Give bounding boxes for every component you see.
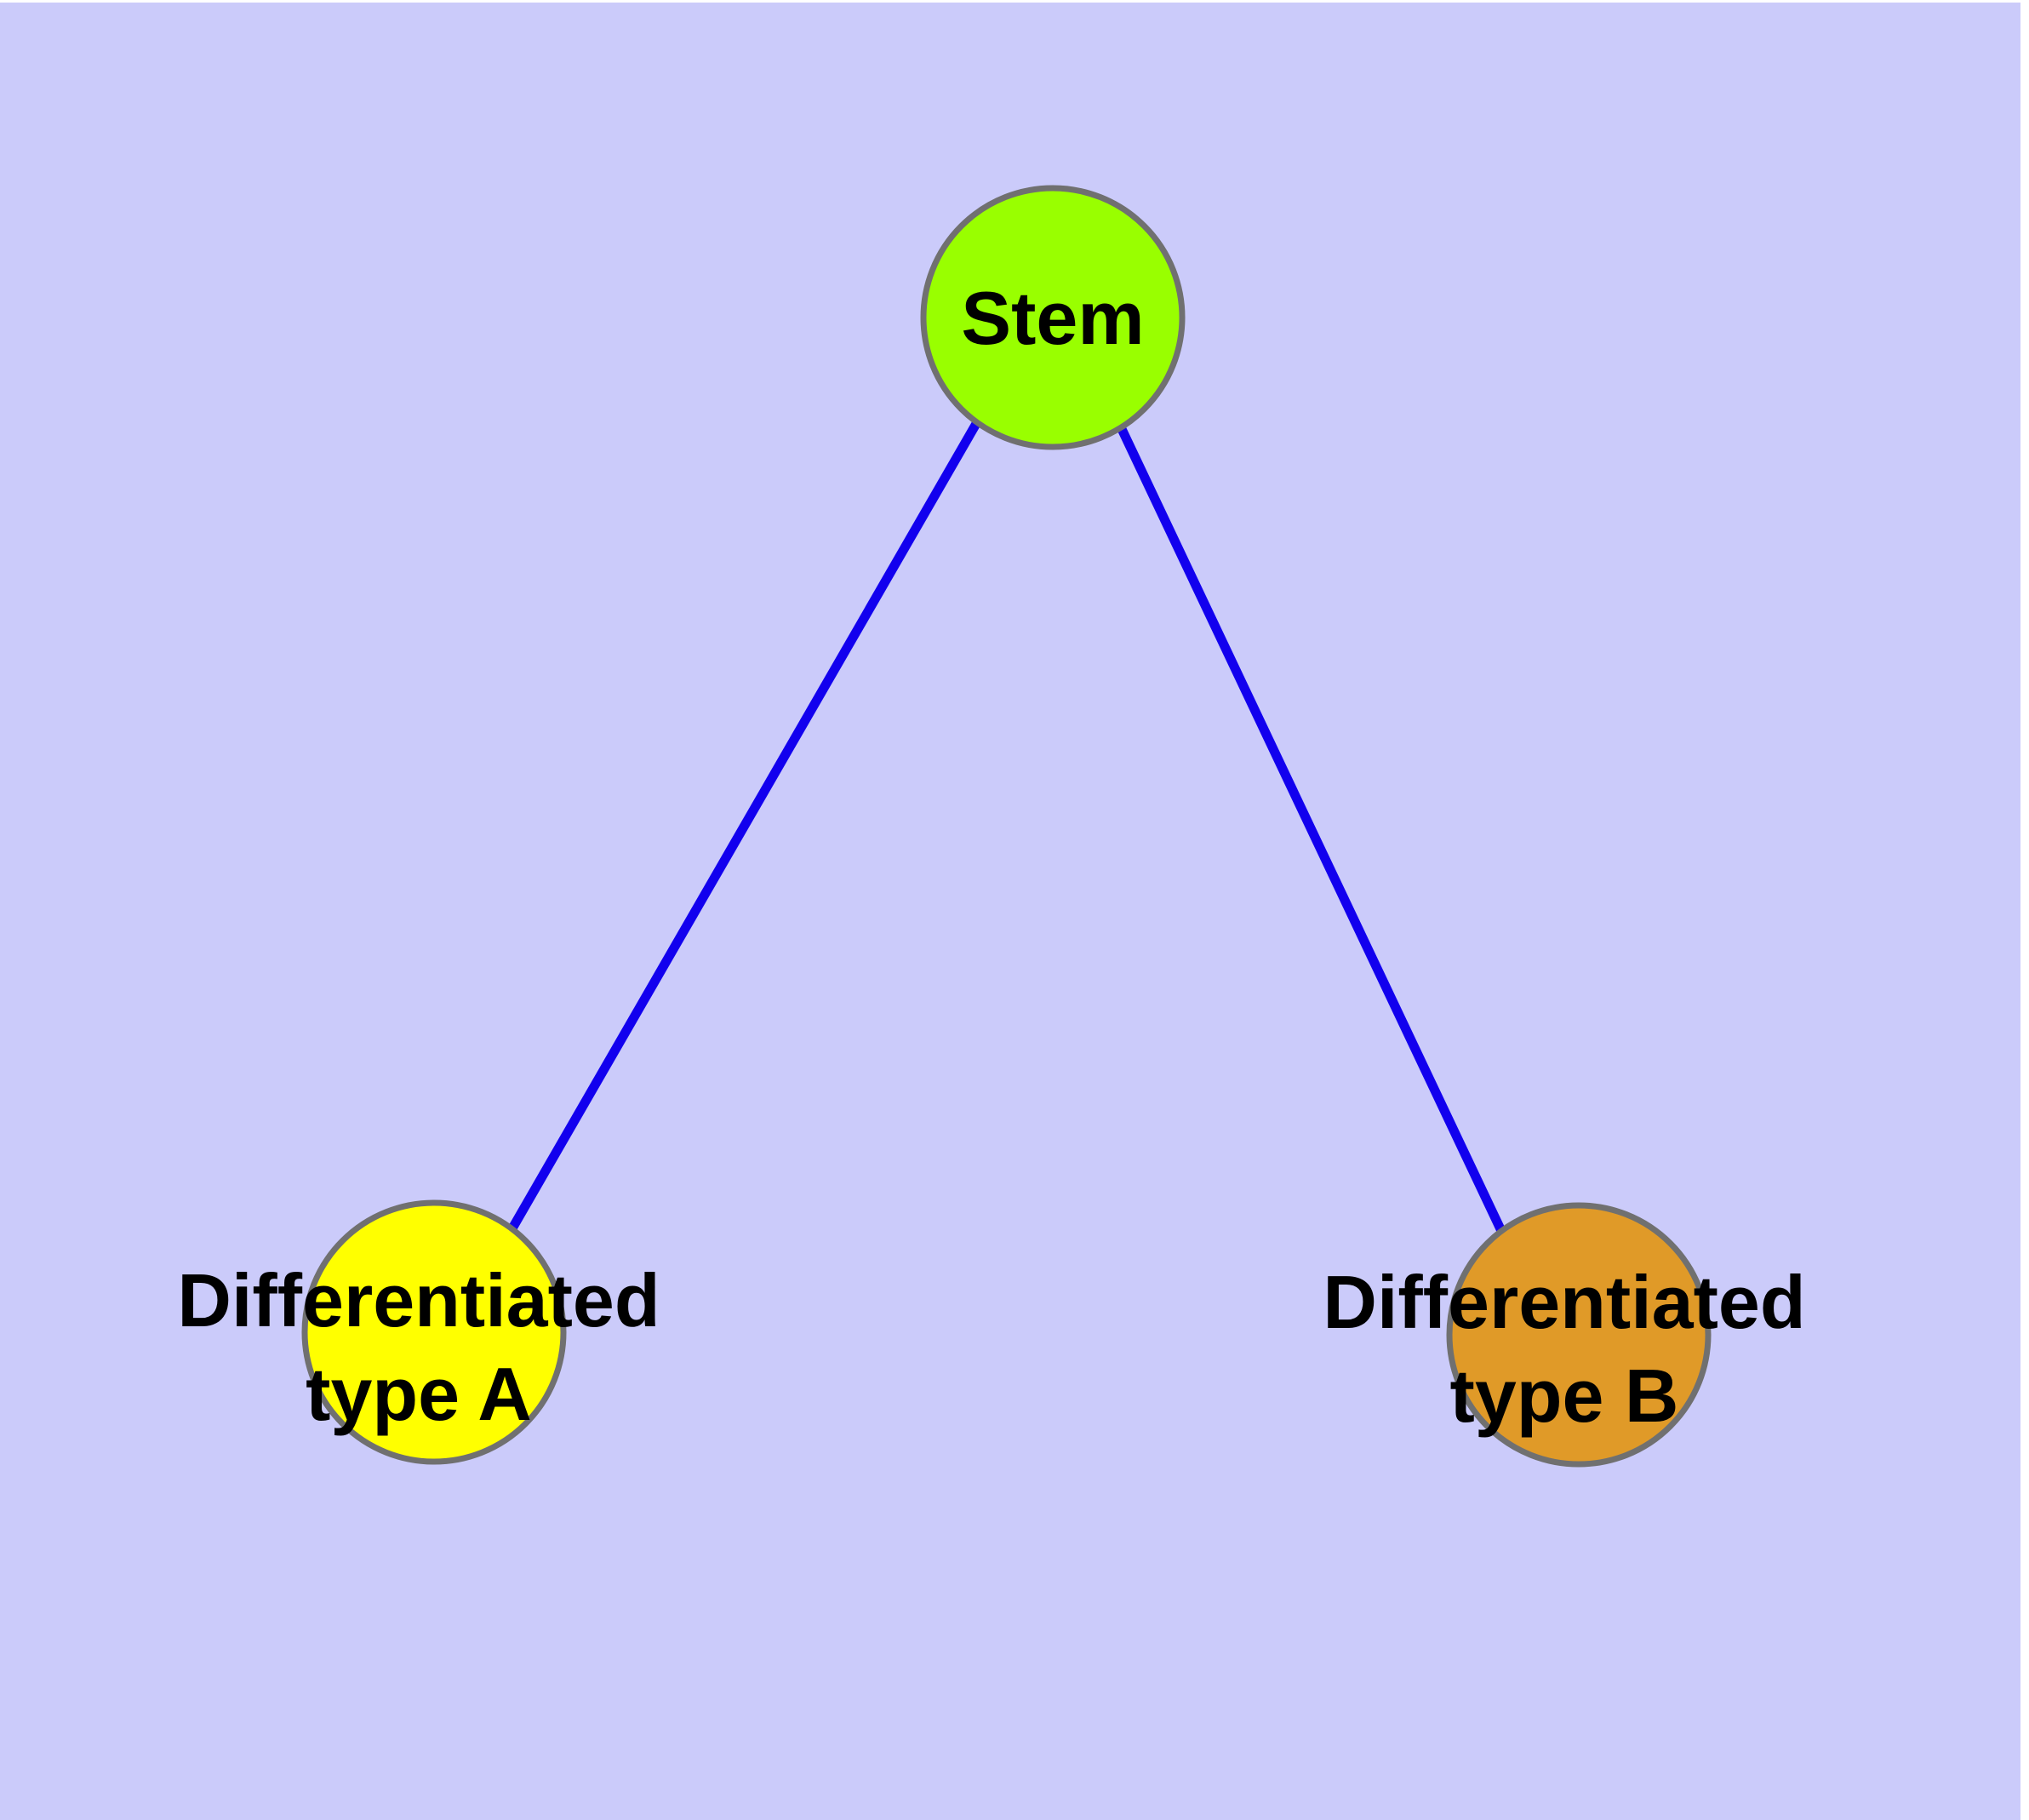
label-layer: Stem Differentiated type A Differentiate… xyxy=(177,276,1805,1438)
node-layer xyxy=(301,185,1712,1468)
edge-stem-to-differentiated-type-a[interactable] xyxy=(508,420,981,1231)
node-differentiated-type-a-label-line2: type A xyxy=(306,1352,532,1436)
edge-stem-to-differentiated-type-b[interactable] xyxy=(1117,426,1506,1235)
node-differentiated-type-b-label-line2: type B xyxy=(1450,1354,1679,1438)
node-differentiated-type-b-label-line1: Differentiated xyxy=(1323,1260,1805,1344)
edge-layer xyxy=(508,420,1506,1235)
node-differentiated-type-a-label-line1: Differentiated xyxy=(177,1258,660,1342)
node-stem-label: Stem xyxy=(961,276,1144,360)
node-stem-circle[interactable] xyxy=(920,185,1186,450)
node-differentiated-type-b-circle[interactable] xyxy=(1446,1202,1712,1468)
node-differentiated-type-a-circle[interactable] xyxy=(301,1199,567,1465)
